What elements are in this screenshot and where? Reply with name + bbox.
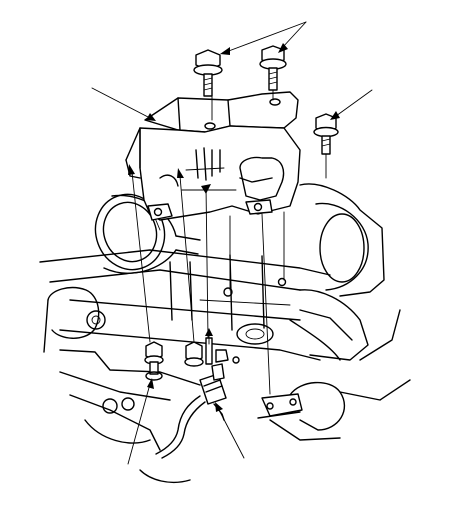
engine-block — [40, 250, 330, 482]
lower-bolt-center — [185, 342, 203, 366]
lower-bolt-left — [145, 342, 163, 380]
flange-bolt-right — [314, 114, 338, 154]
right-shaft-assembly — [258, 184, 410, 440]
sensor-connector — [156, 364, 226, 458]
flange-bolt-top-right — [260, 46, 286, 90]
alignment-lines — [128, 90, 326, 394]
leader-lines — [92, 22, 372, 464]
engine-bracket — [126, 92, 300, 220]
flange-bolt-top-left — [194, 50, 222, 96]
stud-center — [206, 338, 239, 364]
